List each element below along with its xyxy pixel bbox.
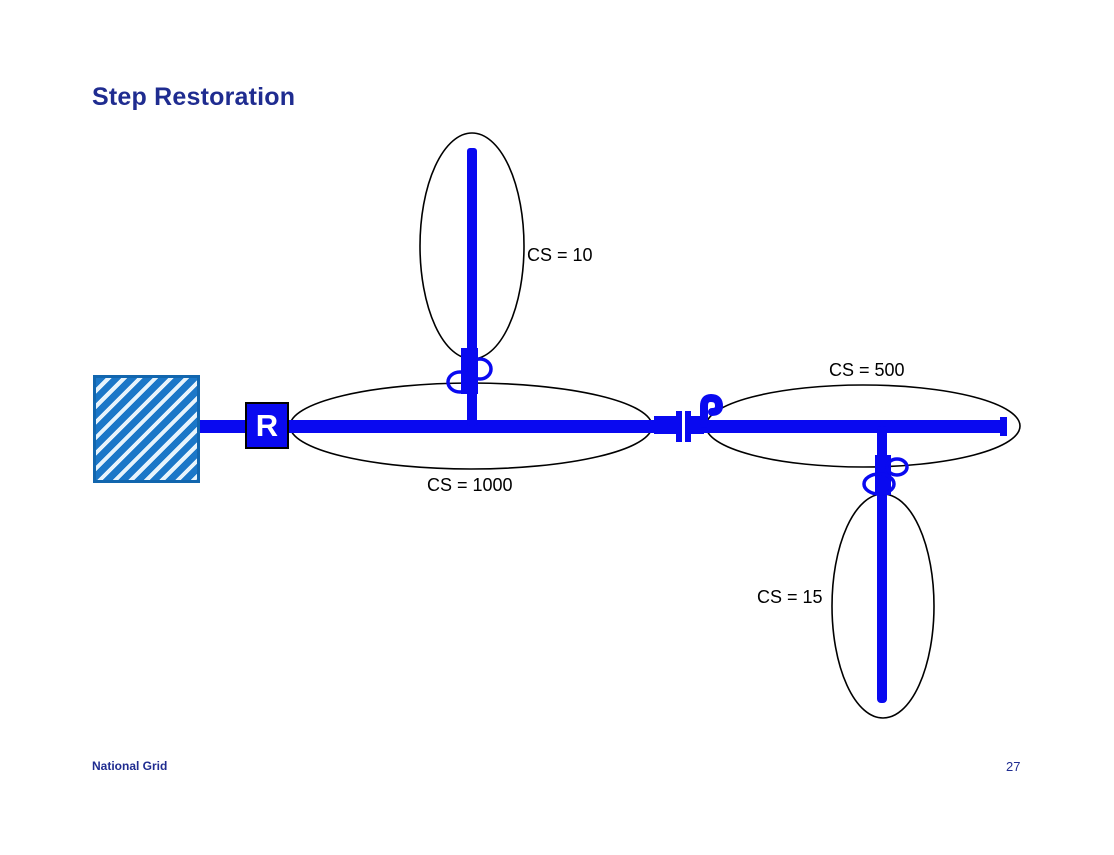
hook-switch-icon [700,394,723,428]
loop-connector-icon-bottom-right [885,457,909,477]
feeder-lines [198,148,1007,703]
connector-sleeve-left [654,416,677,434]
right-feeder-line [702,420,1004,433]
loop-connector-icon-top-left [446,370,474,394]
loop-connector-icon-bottom-left [862,472,896,496]
cs-label-right-feeder: CS = 500 [829,360,905,380]
footer-brand: National Grid [92,759,168,773]
right-feeder-end-cap [1000,417,1007,436]
cs-label-main-feeder: CS = 1000 [427,475,513,495]
footer-page-number: 27 [1006,759,1021,774]
open-point-tick-2 [685,411,691,442]
open-point-tick-1 [676,411,682,442]
loop-connector-icons [446,357,909,496]
cs-label-top-branch: CS = 10 [527,245,593,265]
loop-connector-icon-top-right [467,357,493,381]
hatched-source-block [93,375,200,483]
cs-label-bottom-branch: CS = 15 [757,587,823,607]
main-feeder-line-left [198,420,656,433]
restorer-box: R [245,402,289,449]
page-title: Step Restoration [92,83,296,111]
